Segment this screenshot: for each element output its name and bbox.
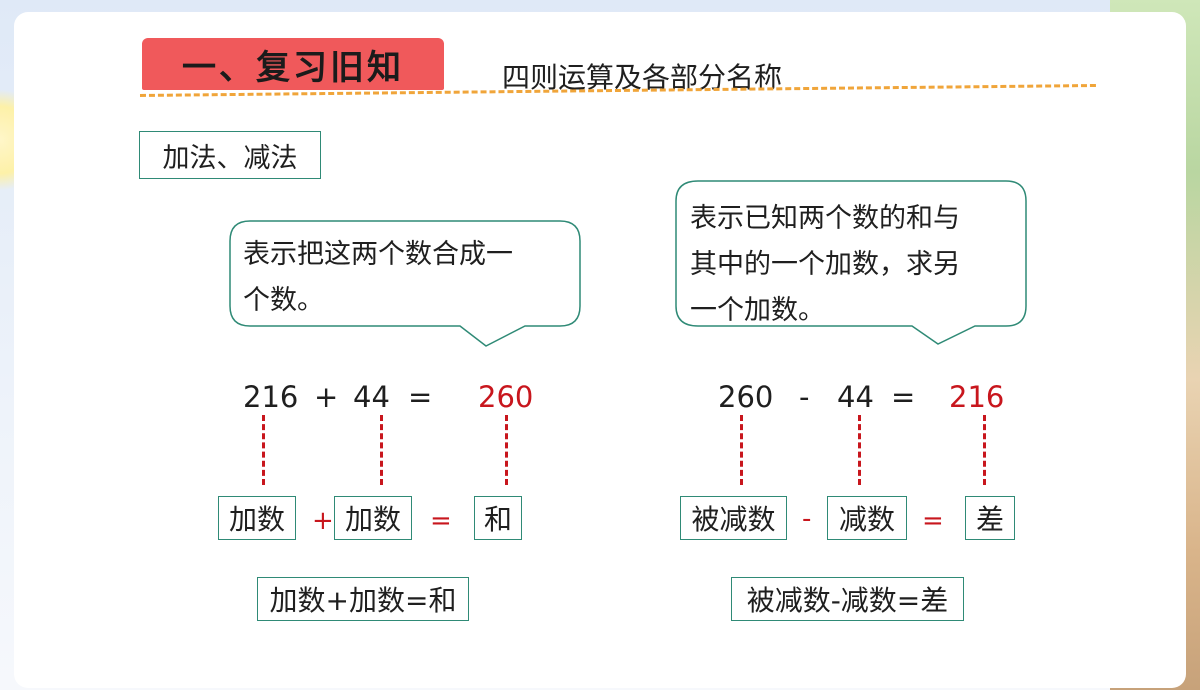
subtraction-bubble-text: 表示已知两个数的和与 其中的一个加数，求另 一个加数。 [690,196,960,334]
slide-card [14,12,1186,688]
bubble-line: 其中的一个加数，求另 [690,249,960,280]
subtraction-name-difference: 差 [965,496,1015,540]
slide-title: 一、复习旧知 [142,38,444,90]
subtraction-equals: = [891,380,916,414]
addition-connector-result [505,415,508,485]
addition-name-equals: = [430,506,452,536]
addition-name-sum: 和 [474,496,522,540]
subtraction-name-equals: = [922,506,944,536]
bubble-line: 表示已知两个数的和与 [690,203,960,234]
addition-connector-b [380,415,383,485]
addition-operand-b: 44 [353,380,390,414]
bubble-line: 一个加数。 [690,295,825,326]
section-label: 加法、减法 [139,131,321,179]
subtraction-formula: 被减数-减数=差 [731,577,964,621]
subtraction-connector-result [983,415,986,485]
addition-result: 260 [478,380,534,414]
subtraction-name-operator: - [802,504,812,534]
subtraction-connector-a [740,415,743,485]
subtraction-name-minuend: 被减数 [680,496,787,540]
addition-formula: 加数+加数=和 [257,577,469,621]
addition-name-operator: + [312,506,334,536]
subtraction-name-subtrahend: 减数 [827,496,907,540]
slide-subtitle: 四则运算及各部分名称 [502,61,783,94]
subtraction-result: 216 [949,380,1005,414]
addition-name-addend-b: 加数 [334,496,412,540]
addition-name-addend-a: 加数 [218,496,296,540]
subtraction-operand-a: 260 [718,380,774,414]
addition-bubble-text: 表示把这两个数合成一 个数。 [243,232,513,324]
addition-connector-a [262,415,265,485]
subtraction-operand-b: 44 [837,380,874,414]
subtraction-operator: - [799,380,810,414]
bubble-line: 个数。 [243,285,324,316]
addition-operand-a: 216 [243,380,299,414]
addition-equals: = [408,380,433,414]
bubble-line: 表示把这两个数合成一 [243,239,513,270]
subtraction-connector-b [858,415,861,485]
addition-operator: + [314,380,339,414]
